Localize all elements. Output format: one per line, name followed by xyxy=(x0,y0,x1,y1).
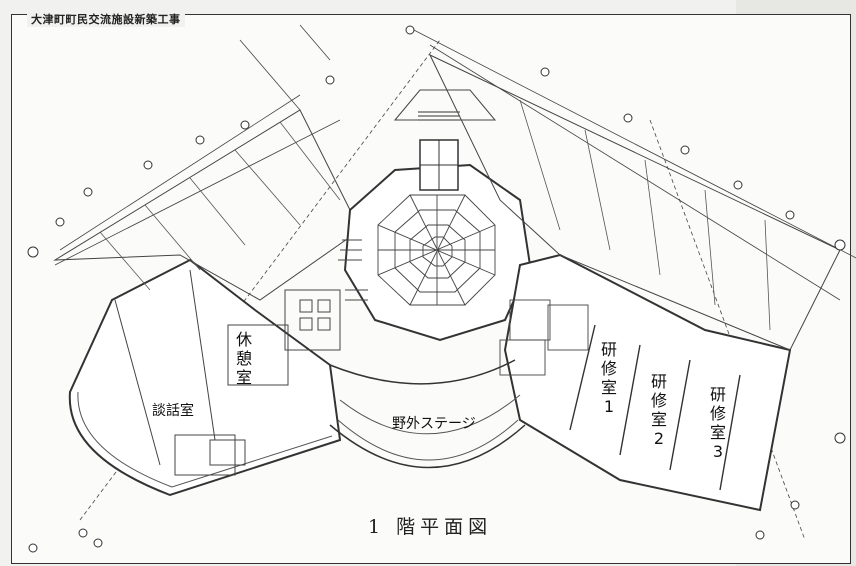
grid-line xyxy=(54,119,341,266)
grid-bubbles xyxy=(27,25,846,553)
grid-line xyxy=(299,24,331,61)
rest-room-box xyxy=(227,324,289,386)
outdoor-stage-arc xyxy=(329,424,526,469)
grid-line xyxy=(239,39,301,111)
grid-line xyxy=(409,27,856,259)
left-upper-block xyxy=(53,109,361,301)
central-hall-outline xyxy=(343,163,532,342)
label-outdoor-stage: 野外ステージ xyxy=(392,416,476,432)
left-wing-outline xyxy=(68,258,342,497)
right-wing-outline xyxy=(503,253,792,512)
label-training-room-2: 研修室2 xyxy=(650,372,667,448)
label-training-room-3: 研修室3 xyxy=(709,385,726,461)
label-rest-room: 休憩室 xyxy=(235,330,252,387)
label-training-room-1: 研修室1 xyxy=(600,340,617,416)
label-lounge: 談話室 xyxy=(152,403,194,419)
right-upper-block xyxy=(428,53,841,351)
grid-line xyxy=(649,119,806,541)
grid-line xyxy=(59,94,301,251)
hall-pattern xyxy=(377,194,496,306)
plan-caption: 1 階平面図 xyxy=(368,516,493,538)
project-title: 大津町町民交流施設新築工事 xyxy=(27,11,185,27)
